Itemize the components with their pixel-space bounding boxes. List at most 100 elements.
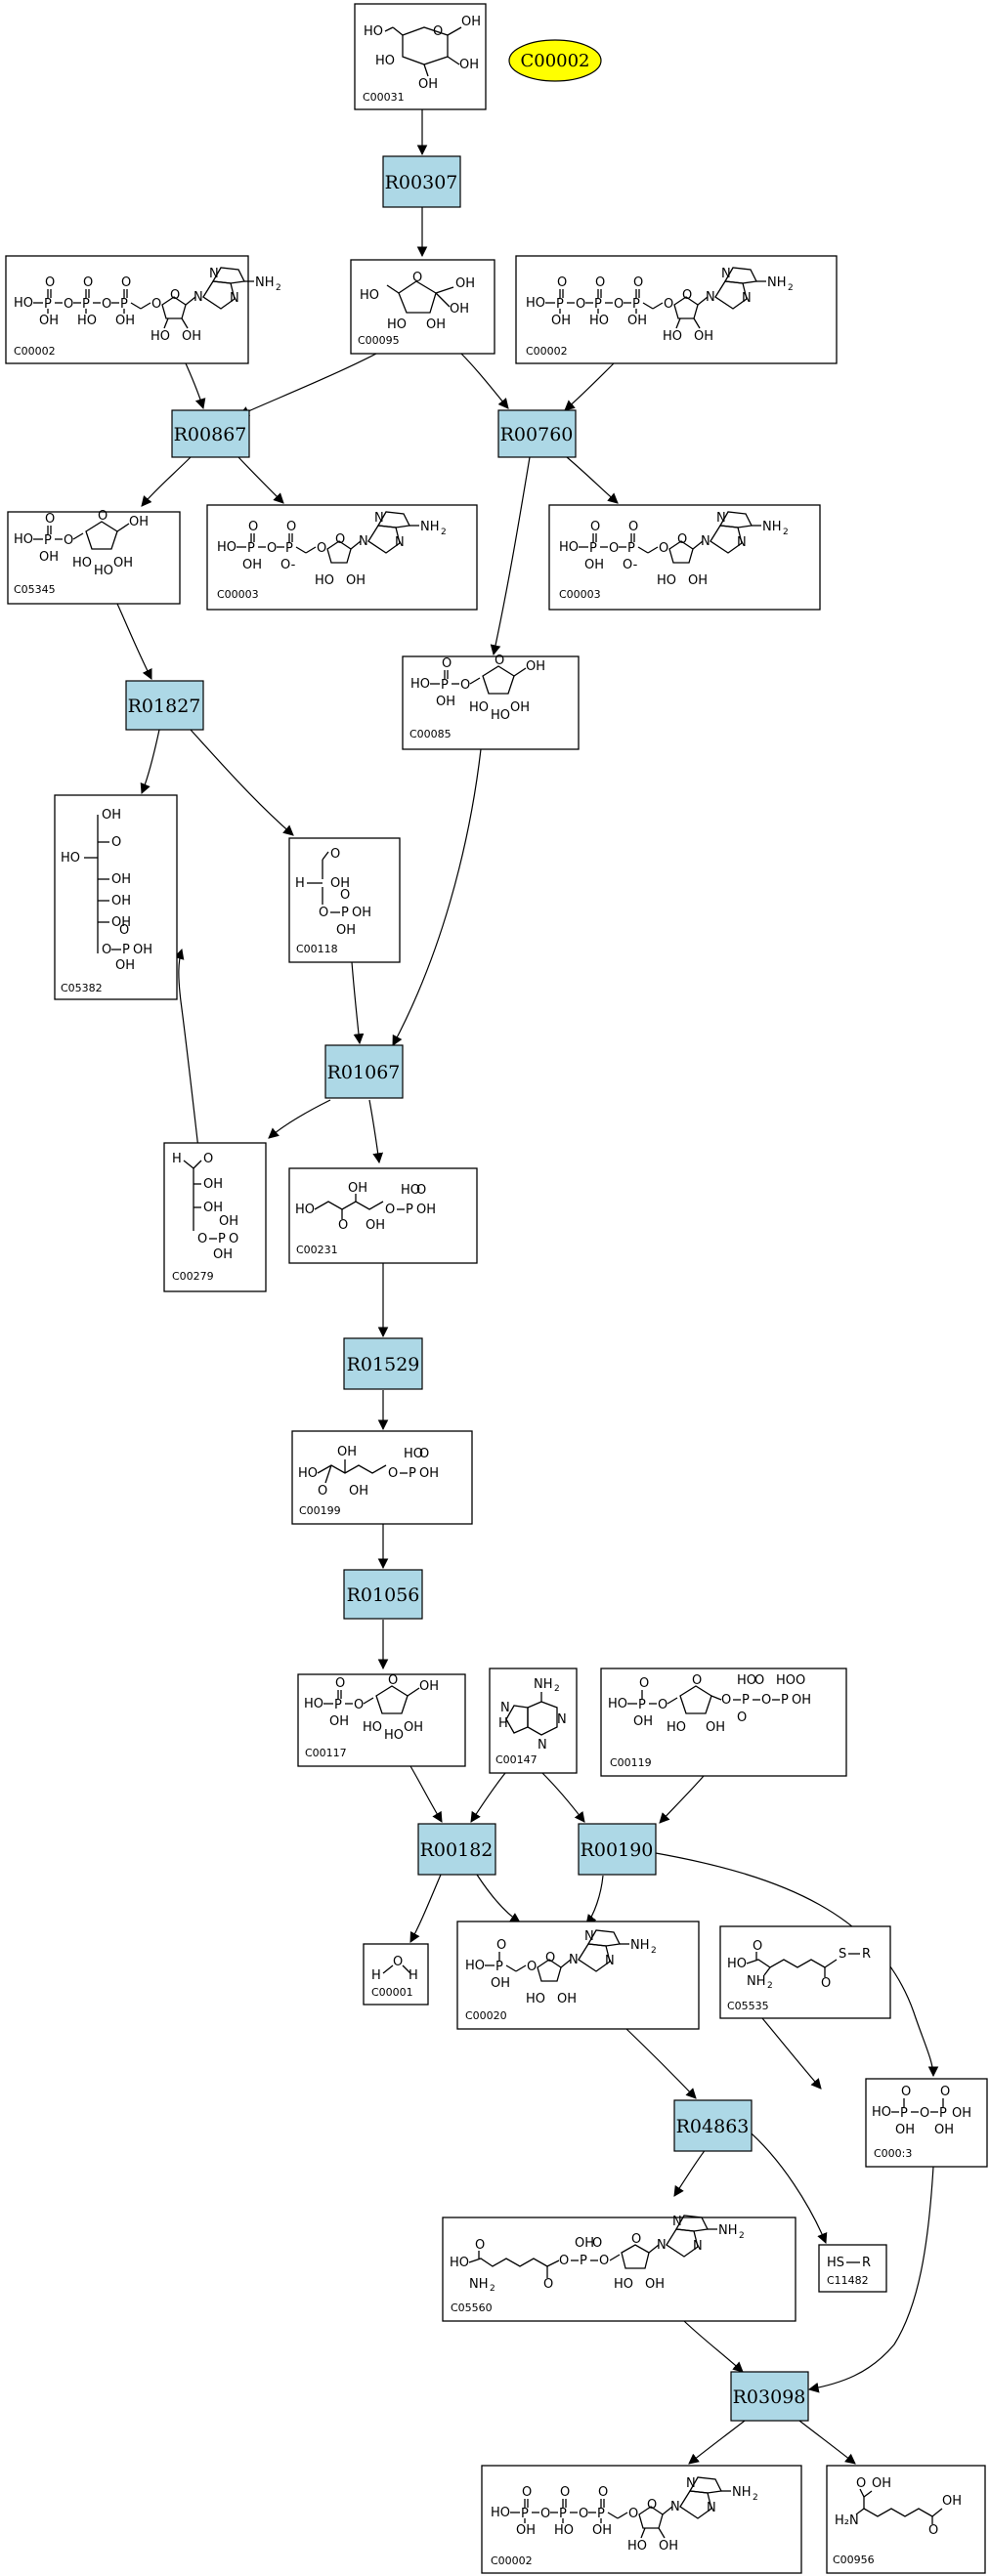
compound-box[interactable] — [600, 1668, 847, 1777]
compound-C00119[interactable]: HO P O OH O O O P HO O O O P HO O OH HO — [600, 1668, 847, 1777]
compound-C00002[interactable]: C00002 — [5, 255, 282, 364]
compound-C05535[interactable]: O HO NH 2 O S R C05535 — [719, 1925, 891, 2019]
edge — [268, 1099, 331, 1139]
compound-C00231[interactable]: HO OH O OH O P HO O OH C00231 — [288, 1167, 478, 1264]
compound-box[interactable] — [442, 2217, 796, 2322]
svg-text:OH: OH — [336, 923, 356, 938]
structure-water: H O H — [371, 1955, 418, 1983]
svg-text:OH: OH — [575, 2236, 594, 2251]
compound-C00956[interactable]: O OH H₂N OH O C00956 — [826, 2465, 986, 2574]
reaction-R00182[interactable]: R00182 — [417, 1823, 496, 1876]
reaction-box[interactable] — [730, 2371, 809, 2422]
reaction-R01056[interactable]: R01056 — [343, 1569, 423, 1620]
reaction-R01067[interactable]: R01067 — [324, 1044, 404, 1099]
reaction-R00190[interactable]: R00190 — [578, 1823, 657, 1876]
compound-box[interactable] — [363, 1943, 429, 2006]
reaction-R01827[interactable]: R01827 — [125, 680, 204, 731]
compound-box[interactable] — [865, 2078, 988, 2168]
reaction-label: R04863 — [676, 2116, 750, 2137]
compound-box[interactable] — [818, 2244, 887, 2293]
svg-text:HS: HS — [827, 2256, 844, 2270]
svg-text:O: O — [631, 2232, 641, 2247]
compound-C00279[interactable]: H O OH OH O P OH O OH C00279 — [163, 1142, 267, 1292]
compound-id: C00002 — [491, 2555, 533, 2567]
compound-box[interactable] — [456, 1921, 700, 2030]
compound-box[interactable] — [719, 1925, 891, 2019]
edge — [585, 1875, 604, 1925]
compound-C05345[interactable]: C05345 — [7, 508, 181, 605]
compound-C00117[interactable]: C00117 — [297, 1672, 466, 1767]
compound-C05560[interactable]: O HO NH 2 O O P OH O O O N N N N — [442, 2215, 796, 2322]
svg-text:O: O — [658, 1698, 667, 1712]
reaction-R04863[interactable]: R04863 — [673, 2099, 753, 2152]
compound-box[interactable] — [350, 259, 495, 355]
reaction-box[interactable] — [578, 1823, 657, 1876]
compound-C00095[interactable]: O HO OH OH HO OH C00095 — [350, 259, 495, 355]
reaction-R01529[interactable]: R01529 — [343, 1337, 423, 1390]
reaction-R03098[interactable]: R03098 — [730, 2371, 809, 2422]
svg-text:O: O — [102, 943, 111, 957]
compound-C00002[interactable]: C00002 — [515, 255, 838, 364]
compound-id: C000:3 — [874, 2147, 912, 2160]
compound-C00008[interactable]: C00003 — [548, 504, 821, 611]
svg-text:HO: HO — [608, 1697, 627, 1711]
compound-C00013[interactable]: HO P O OH O P O OH OH C000:3 — [865, 2078, 988, 2168]
svg-text:O: O — [340, 888, 350, 903]
compound-C00085[interactable]: C00085 — [402, 653, 580, 750]
svg-text:H: H — [371, 1968, 381, 1983]
svg-text:OH: OH — [337, 1445, 357, 1459]
svg-text:2: 2 — [651, 1946, 657, 1956]
svg-text:H: H — [172, 1152, 182, 1166]
compound-C00147[interactable]: NH 2 N N H N C00147 — [489, 1668, 578, 1774]
svg-text:O: O — [599, 2254, 609, 2268]
reaction-box[interactable] — [125, 680, 204, 731]
svg-text:P: P — [742, 1693, 750, 1708]
reaction-box[interactable] — [343, 1569, 423, 1620]
compound-C00031[interactable]: O HO OH OH HO OH C00031 — [354, 3, 487, 110]
svg-text:HO: HO — [526, 1992, 545, 2006]
compound-box[interactable] — [288, 1167, 478, 1264]
svg-text:O: O — [543, 2277, 553, 2292]
reaction-R00867[interactable]: R00867 — [171, 409, 250, 458]
highlight-ellipse[interactable] — [508, 39, 602, 82]
reaction-box[interactable] — [382, 155, 461, 208]
compound-C11482[interactable]: HS R C11482 — [818, 2244, 887, 2293]
compound-box[interactable] — [489, 1668, 578, 1774]
compound-box[interactable] — [163, 1142, 267, 1292]
compound-C00001[interactable]: H O H C00001 — [363, 1943, 429, 2006]
compound-C00118[interactable]: O H OH O P O OH OH C00118 — [288, 837, 401, 963]
compound-id: C00003 — [217, 588, 259, 601]
compound-C00002[interactable]: C00002 — [481, 2465, 802, 2574]
compound-C00199[interactable]: HO O OH OH O P HO O OH C00199 — [291, 1430, 473, 1525]
reaction-box[interactable] — [673, 2099, 753, 2152]
compound-C00020[interactable]: HO P O OH O O N N N NH 2 HO OH C00020 — [456, 1921, 700, 2030]
reaction-box[interactable] — [171, 409, 250, 458]
reaction-label: R03098 — [733, 2386, 806, 2408]
compound-box[interactable] — [54, 794, 178, 1000]
compound-box[interactable] — [354, 3, 487, 110]
reaction-box[interactable] — [324, 1044, 404, 1099]
svg-text:O: O — [475, 2238, 485, 2253]
svg-text:HO: HO — [737, 1673, 756, 1688]
svg-text:OH: OH — [455, 276, 475, 291]
reaction-label: R00867 — [174, 424, 247, 445]
compound-box[interactable] — [826, 2465, 986, 2574]
edge — [566, 456, 619, 504]
reaction-R00760[interactable]: R00760 — [497, 409, 577, 458]
reaction-R00307[interactable]: R00307 — [382, 155, 461, 208]
compound-box[interactable] — [288, 837, 401, 963]
highlight-compound[interactable]: C00002 — [508, 39, 602, 82]
compound-C00008[interactable]: C00003 — [206, 504, 478, 611]
compound-box[interactable] — [291, 1430, 473, 1525]
reaction-box[interactable] — [417, 1823, 496, 1876]
structure-glyceraldehyde: O H OH O P O OH OH — [295, 847, 371, 938]
edge — [624, 2027, 697, 2099]
compound-C05382[interactable]: OH O HO OH OH OH O P O OH OH C05382 — [54, 794, 178, 1000]
edge — [140, 729, 160, 794]
reaction-box[interactable] — [343, 1337, 423, 1390]
edges — [116, 109, 939, 2465]
compound-box[interactable] — [481, 2465, 802, 2574]
structure-thiol: HS R — [827, 2256, 871, 2270]
compound-box[interactable] — [402, 655, 580, 750]
reaction-box[interactable] — [497, 409, 577, 458]
